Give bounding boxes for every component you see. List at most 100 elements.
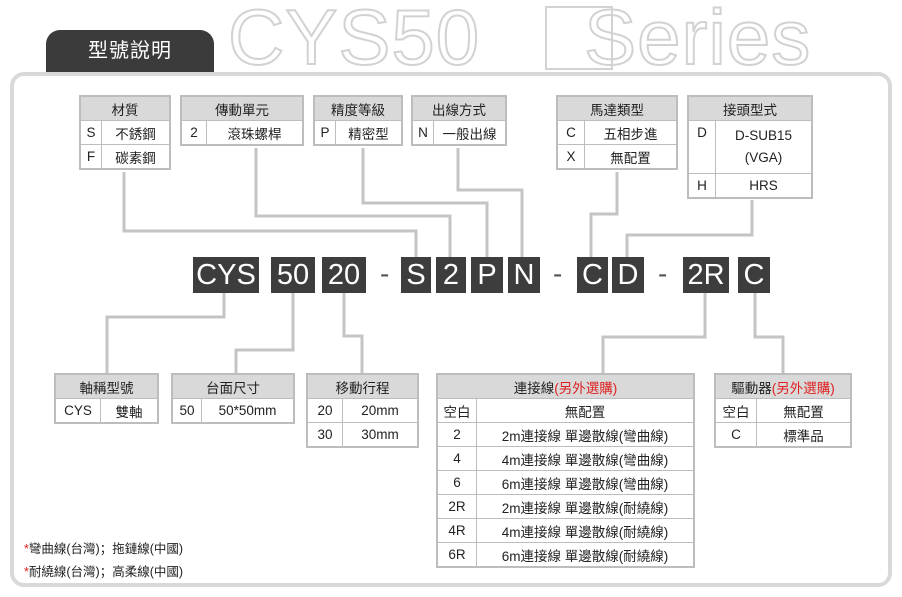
table-row: 空白無配置 [715, 398, 851, 423]
content-frame [10, 72, 892, 587]
table-cell: 五相步進 [584, 120, 677, 145]
table-cell: 2R [437, 494, 477, 519]
table-cell: HRS [715, 173, 812, 198]
code-part: N [508, 257, 540, 293]
table-cell: X [557, 144, 585, 169]
code-part: S [401, 257, 431, 293]
table-cell: 無配置 [756, 398, 851, 423]
table-header: 連接線(另外選購) [437, 374, 694, 399]
table-cell: 20mm [342, 398, 418, 423]
table-cell: 4m連接線 單邊散線(耐繞線) [476, 518, 694, 543]
table-cell: 50 [172, 398, 202, 423]
table-cell: CYS [55, 398, 101, 423]
table-header: 傳動單元 [181, 96, 303, 121]
table-cell: 2 [437, 422, 477, 447]
table-cell: P [314, 120, 336, 145]
table-cell: 2 [181, 120, 207, 145]
table-cell: D [688, 120, 716, 174]
table-header: 出線方式 [412, 96, 506, 121]
footnote: *彎曲線(台灣)；拖鏈線(中國) [24, 538, 183, 557]
table-cell: 空白 [715, 398, 757, 423]
watermark-suffix: Series [583, 0, 812, 82]
table-cell: 6R [437, 542, 477, 567]
table-header: 驅動器(另外選購) [715, 374, 851, 399]
cable-header-label: 連接線 [513, 380, 555, 396]
table-cell: 30mm [342, 422, 418, 447]
code-part: P [471, 257, 503, 293]
code-part: 2 [436, 257, 466, 293]
footnote: *耐繞線(台灣)；高柔線(中國) [24, 561, 183, 580]
table-cell: 空白 [437, 398, 477, 423]
table-header: 移動行程 [307, 374, 418, 399]
table-cell: 20 [307, 398, 343, 423]
table-cell: H [688, 173, 716, 198]
watermark-box [545, 6, 613, 70]
table-row: D D-SUB15 (VGA) [688, 120, 812, 174]
connector-vga-label: (VGA) [744, 150, 783, 165]
code-part: 20 [322, 257, 366, 293]
optional-label: (另外選購) [554, 380, 618, 396]
code-part: C [738, 257, 770, 293]
optional-label: (另外選購) [771, 380, 835, 396]
table-cell: 4m連接線 單邊散線(彎曲線) [476, 446, 694, 471]
table-cell: 6m連接線 單邊散線(彎曲線) [476, 470, 694, 495]
table-cell: 2m連接線 單邊散線(耐繞線) [476, 494, 694, 519]
table-header: 材質 [80, 96, 170, 121]
table-cell: 不銹鋼 [101, 120, 170, 145]
code-dash: - [380, 258, 390, 289]
table-cell: C [557, 120, 585, 145]
footnote-text: 彎曲線(台灣)；拖鏈線(中國) [28, 542, 184, 556]
table-cell: 30 [307, 422, 343, 447]
footnote-text: 耐繞線(台灣)；高柔線(中國) [28, 565, 184, 579]
table-cell: 碳素鋼 [101, 144, 170, 169]
table-cell: 4 [437, 446, 477, 471]
table-cell: S [80, 120, 102, 145]
code-dash: - [553, 258, 563, 289]
table-header: 精度等級 [314, 96, 402, 121]
table-header: 軸稱型號 [55, 374, 158, 399]
table-header: 馬達類型 [557, 96, 677, 121]
table-cell: 4R [437, 518, 477, 543]
code-part: 2R [683, 257, 729, 293]
code-dash: - [658, 258, 668, 289]
driver-header-label: 驅動器 [731, 380, 772, 396]
table-cell: 雙軸 [100, 398, 158, 423]
table-cell: D-SUB15 (VGA) [715, 120, 812, 174]
connector-dsub-label: D-SUB15 [734, 128, 793, 143]
table-cell: 標準品 [756, 422, 851, 447]
table-cell: 6m連接線 單邊散線(耐繞線) [476, 542, 694, 567]
table-cell: F [80, 144, 102, 169]
table-row: 空白無配置 [437, 398, 694, 423]
table-cell: 無配置 [584, 144, 677, 169]
table-header: 接頭型式 [688, 96, 812, 121]
code-part: CYS [193, 257, 259, 293]
